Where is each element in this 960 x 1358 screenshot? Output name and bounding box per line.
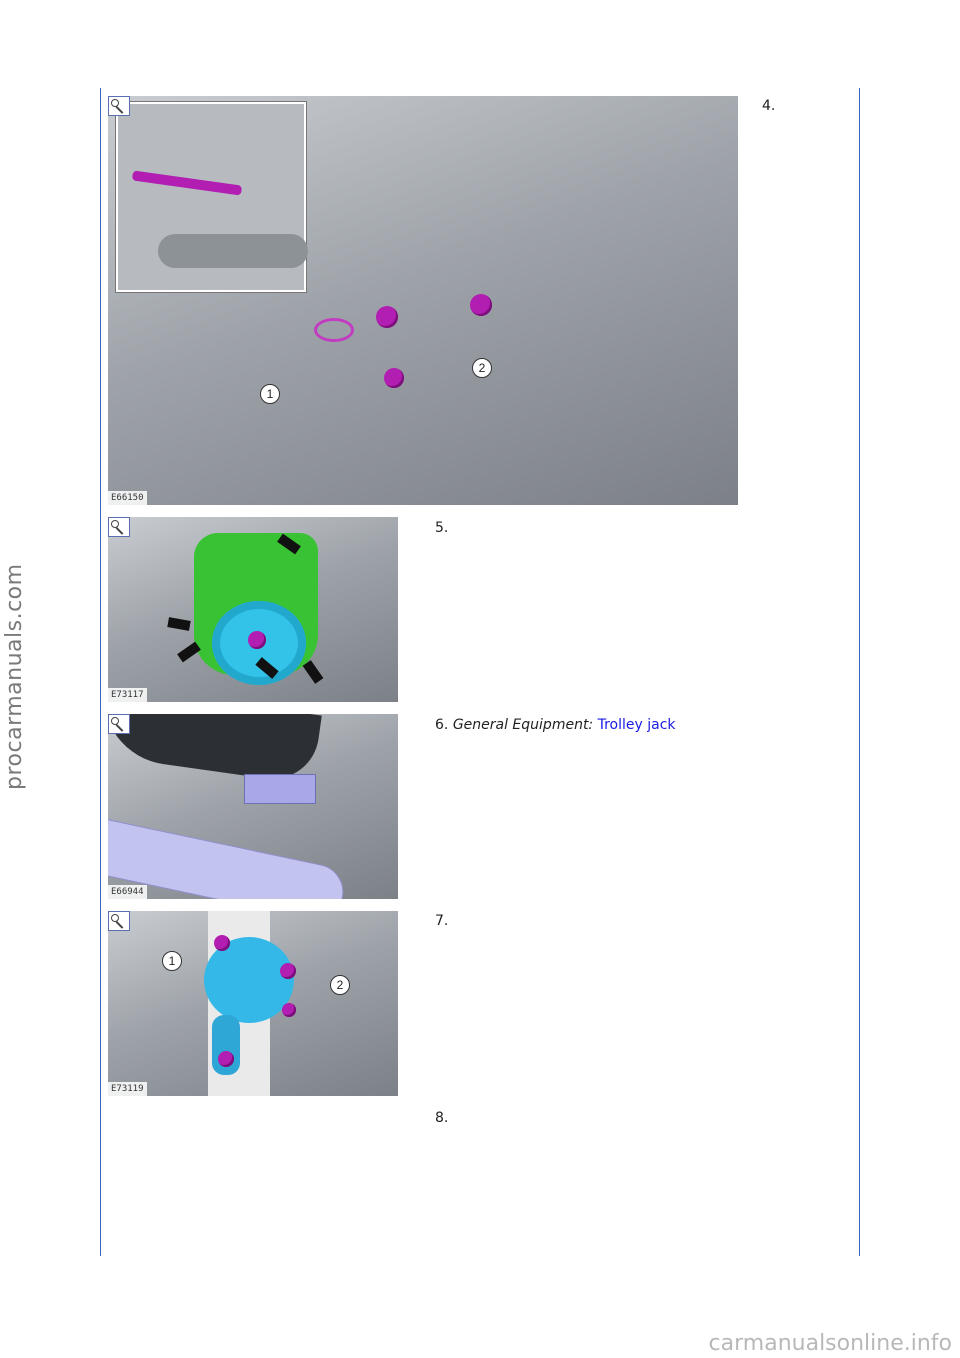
figure-e73117: E73117 xyxy=(108,517,398,702)
inset-detail xyxy=(116,102,308,292)
figure-e66944: E66944 xyxy=(108,714,398,899)
arrow-icon xyxy=(167,617,191,631)
fastener xyxy=(280,963,296,979)
figure-code: E66944 xyxy=(108,885,147,899)
callout-2: 2 xyxy=(472,358,492,378)
step-number: 7. xyxy=(435,913,449,929)
figure-code: E73119 xyxy=(108,1082,147,1096)
fastener xyxy=(218,1051,234,1067)
trolley-jack-link[interactable]: Trolley jack xyxy=(597,717,676,733)
hose-clip xyxy=(131,170,243,196)
side-watermark: procarmanuals.com xyxy=(2,563,27,790)
figure-e73119: 1 2 E73119 xyxy=(108,911,398,1096)
figure-code: E66150 xyxy=(108,491,147,505)
jack-pad xyxy=(244,774,316,804)
step-8: 8. xyxy=(435,1110,448,1126)
arrow-icon xyxy=(302,660,324,684)
step-number: 5. xyxy=(435,520,449,536)
zoom-icon[interactable] xyxy=(108,911,130,931)
fastener xyxy=(248,631,266,649)
fastener xyxy=(470,294,492,316)
zoom-icon[interactable] xyxy=(108,96,130,116)
fastener xyxy=(214,935,230,951)
arrow-icon xyxy=(177,641,201,663)
footer-watermark: carmanualsonline.info xyxy=(708,1331,952,1356)
figure-e66150: 1 2 E66150 xyxy=(108,96,738,505)
step-7: 7. xyxy=(435,913,448,929)
step-6: 6. General Equipment: Trolley jack xyxy=(435,717,676,733)
callout-1: 1 xyxy=(162,951,182,971)
left-border-rule xyxy=(100,88,101,1256)
step-number: 6. xyxy=(435,717,449,733)
zoom-icon[interactable] xyxy=(108,714,130,734)
fastener xyxy=(282,1003,296,1017)
figure-code: E73117 xyxy=(108,688,147,702)
step-number: 8. xyxy=(435,1110,449,1126)
engine-mount xyxy=(204,937,294,1023)
hose-clamp xyxy=(314,318,354,342)
fastener xyxy=(384,368,404,388)
fastener xyxy=(376,306,398,328)
callout-1: 1 xyxy=(260,384,280,404)
equipment-label: General Equipment: xyxy=(452,717,594,733)
right-border-rule xyxy=(859,88,860,1256)
step-5: 5. xyxy=(435,520,448,536)
hose xyxy=(158,234,308,268)
step-number: 4. xyxy=(762,98,776,114)
callout-2: 2 xyxy=(330,975,350,995)
step-4: 4. xyxy=(762,98,775,114)
zoom-icon[interactable] xyxy=(108,517,130,537)
